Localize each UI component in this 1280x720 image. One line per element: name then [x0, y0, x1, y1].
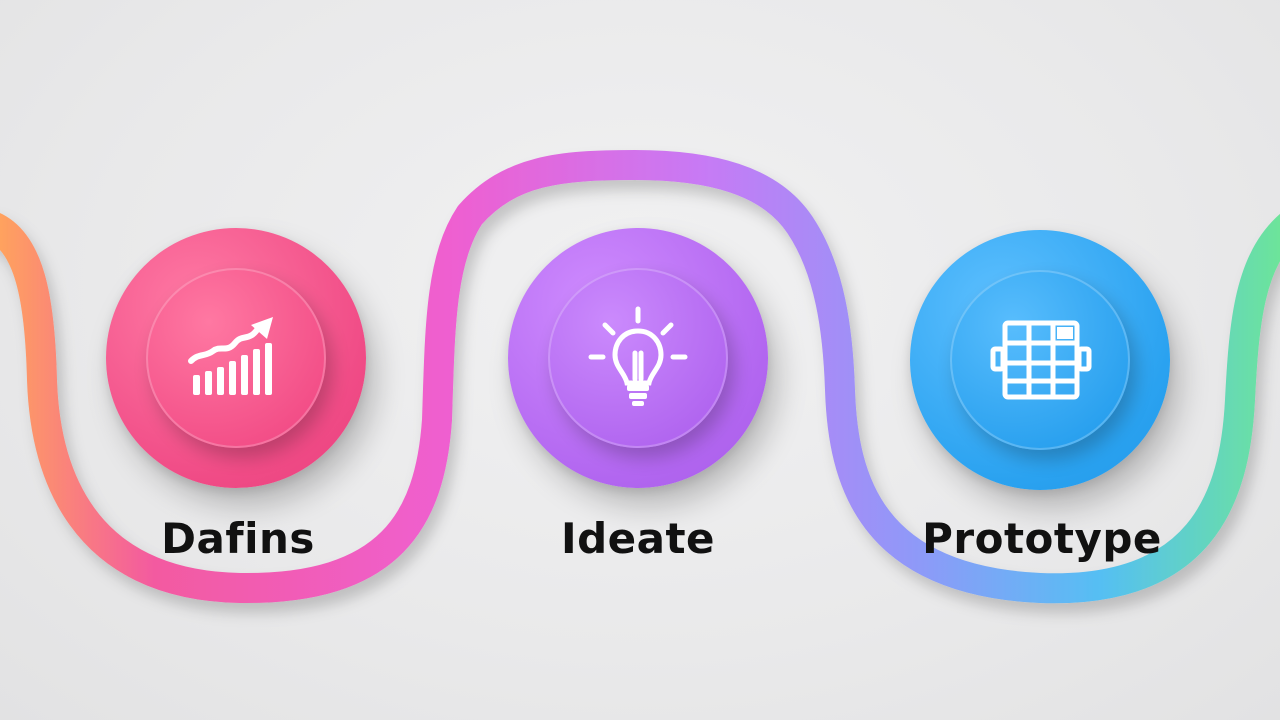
step-circle-inner [146, 268, 326, 448]
step-circle-inner [950, 270, 1130, 450]
step-circle-inner [548, 268, 728, 448]
layout-grid-icon [990, 320, 1092, 400]
step-circle-define [106, 228, 366, 488]
growth-chart-icon [188, 317, 273, 395]
connector-path [0, 149, 1280, 604]
lightbulb-icon [588, 306, 688, 406]
step-circle-prototype [910, 230, 1170, 490]
step-label-ideate: Ideate [560, 514, 716, 563]
step-label-prototype: Prototype [922, 514, 1162, 563]
step-label-define: Dafins [161, 514, 315, 563]
step-circle-ideate [508, 228, 768, 488]
